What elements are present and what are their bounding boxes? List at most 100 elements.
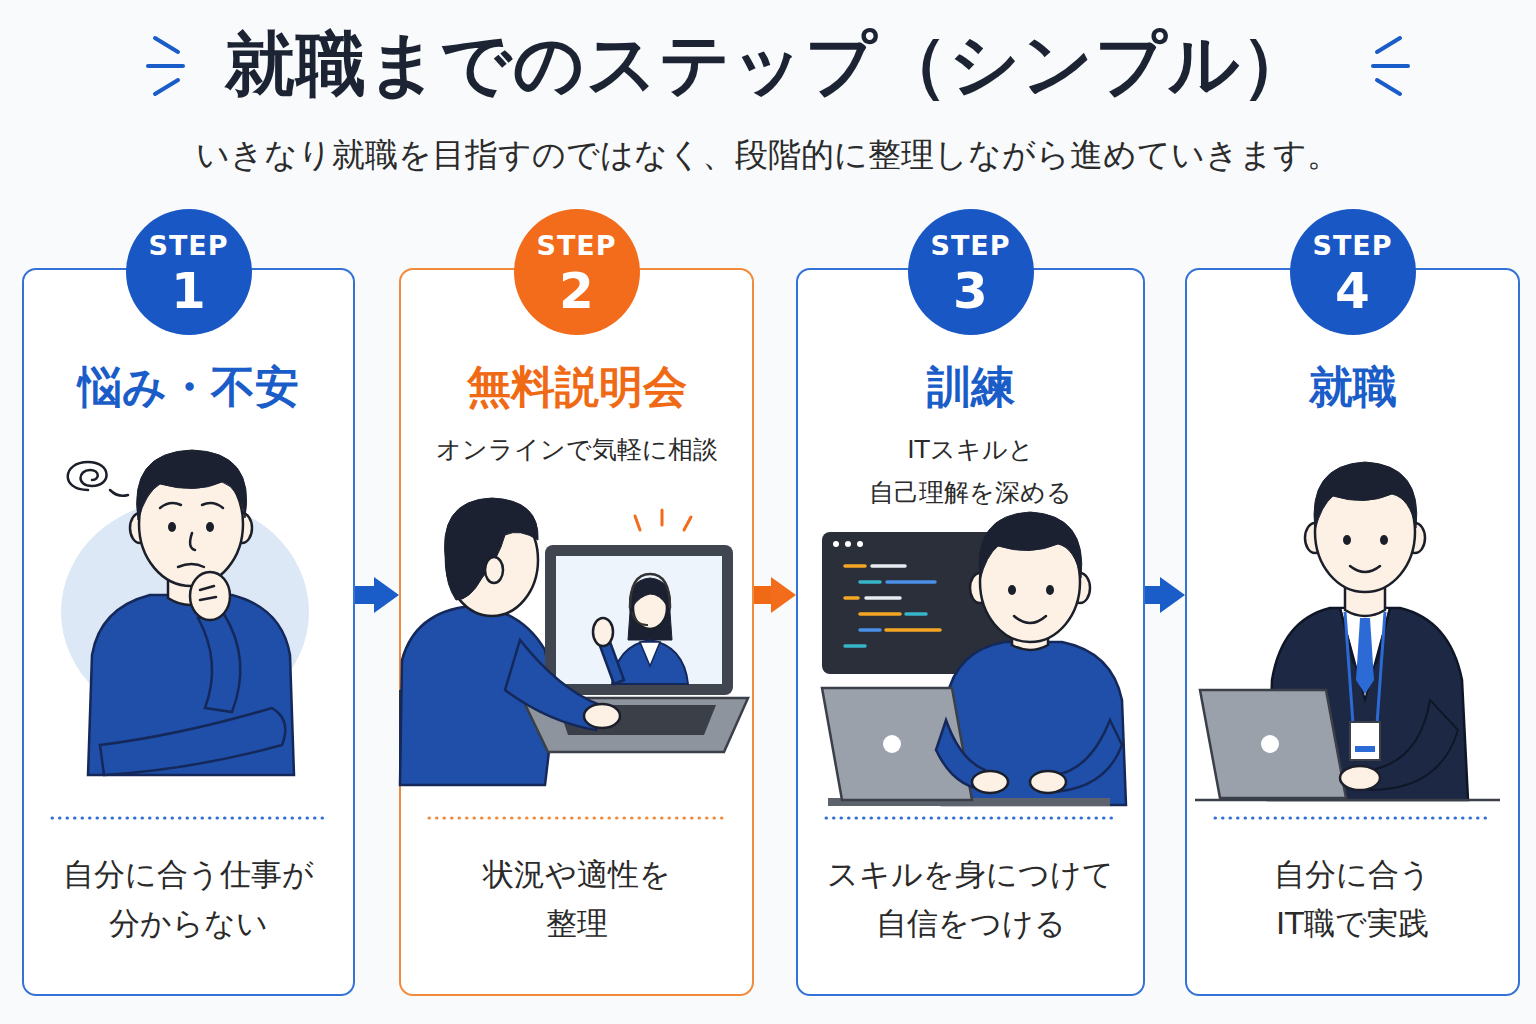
step-badge: STEP3 xyxy=(907,208,1035,336)
step-badge: STEP 1 xyxy=(125,208,253,336)
step-card: 悩み・不安自分に合う仕事が 分からないSTEP1 xyxy=(22,268,355,996)
arm xyxy=(505,640,600,730)
raised-arm xyxy=(198,614,240,712)
hair xyxy=(979,512,1082,580)
step-card: 就職自分に合う IT職で実践STEP4 xyxy=(1185,268,1520,996)
step-card: 訓練ITスキルと 自己理解を深めるスキルを身につけて 自信をつけるSTEP3 xyxy=(796,268,1145,996)
accent-stroke xyxy=(1377,38,1400,52)
code-line xyxy=(845,644,865,648)
nose xyxy=(190,533,195,550)
badge-circle xyxy=(908,209,1034,335)
step-heading: 悩み・不安 xyxy=(24,359,353,415)
advisor-shirt xyxy=(640,642,660,666)
step-number: 2 xyxy=(559,265,594,317)
headset-mic xyxy=(632,612,648,625)
neck xyxy=(168,560,214,605)
laptop-base xyxy=(522,698,748,752)
head xyxy=(446,504,538,616)
window-dot xyxy=(857,541,863,547)
advisor-blazer xyxy=(612,640,688,684)
eye xyxy=(1046,585,1054,595)
ear xyxy=(232,513,252,543)
laptop-logo xyxy=(883,735,901,753)
hair xyxy=(137,450,247,520)
dotted-divider xyxy=(1215,817,1490,820)
attention-mark xyxy=(661,510,664,525)
arm xyxy=(1050,720,1122,792)
hair xyxy=(1314,462,1417,530)
laptop-screen xyxy=(545,545,733,695)
training-scene xyxy=(822,512,1126,806)
eye xyxy=(1380,535,1388,545)
diagram-title: 就職までのステップ（シンプル） xyxy=(0,22,1536,106)
window-dot xyxy=(833,541,839,547)
flow-arrow xyxy=(1145,586,1160,604)
id-card-stripe xyxy=(1355,746,1375,752)
step-number: 1 xyxy=(171,265,206,317)
code-line xyxy=(872,564,905,568)
lanyard xyxy=(1345,612,1385,724)
necktie xyxy=(1356,618,1374,694)
hand xyxy=(1340,766,1380,790)
dotted-divider xyxy=(52,817,325,820)
code-line xyxy=(906,612,926,616)
eye xyxy=(1008,585,1016,595)
code-line xyxy=(866,596,900,600)
advisor-face xyxy=(633,587,667,629)
eyebrow xyxy=(160,503,181,508)
advisor-hair xyxy=(628,578,672,640)
mouth xyxy=(178,564,204,567)
smile xyxy=(1014,616,1046,623)
employed-person xyxy=(1195,462,1500,800)
sleeve xyxy=(1370,700,1458,790)
ear xyxy=(1305,523,1325,553)
step-description: スキルを身につけて 自信をつける xyxy=(827,850,1114,948)
ear xyxy=(970,573,990,603)
face xyxy=(1315,472,1415,592)
code-line xyxy=(887,580,935,584)
accent-stroke xyxy=(155,80,178,94)
accent-stroke xyxy=(148,64,183,68)
window-dot xyxy=(845,541,851,547)
badge-circle xyxy=(1290,209,1416,335)
step-label: STEP xyxy=(536,231,616,261)
laptop-logo xyxy=(1261,735,1279,753)
badge-circle xyxy=(126,209,252,335)
neck xyxy=(1345,575,1385,616)
hand xyxy=(1030,771,1066,793)
step-heading: 訓練 xyxy=(798,359,1143,415)
headset xyxy=(630,574,670,608)
sweater xyxy=(400,606,555,785)
accent-stroke xyxy=(1373,64,1408,68)
advisor-bangs xyxy=(633,586,667,606)
smile xyxy=(1350,566,1380,572)
step-number: 4 xyxy=(1335,265,1370,317)
laptop-lid xyxy=(822,688,972,800)
sweater xyxy=(942,642,1126,805)
step-number: 3 xyxy=(953,265,988,317)
step-label: STEP xyxy=(148,231,228,261)
step-card: 無料説明会オンラインで気軽に相談状況や適性を 整理STEP2 xyxy=(399,268,754,996)
attention-mark xyxy=(635,516,640,530)
ear xyxy=(485,557,503,583)
badge-circle xyxy=(514,209,640,335)
step-heading: 無料説明会 xyxy=(401,359,752,415)
title-decoration xyxy=(148,38,1408,94)
dotted-divider xyxy=(826,817,1115,820)
code-line xyxy=(886,628,940,632)
keyboard xyxy=(558,705,716,735)
worried-person xyxy=(61,450,309,775)
face xyxy=(980,522,1080,642)
id-card xyxy=(1350,722,1380,760)
chair xyxy=(399,689,440,785)
subtitle: いきなり就職を目指すのではなく、段階的に整理しながら進めていきます。 xyxy=(0,133,1536,177)
fingers xyxy=(200,586,216,600)
eye xyxy=(168,522,176,532)
step-subtext: オンラインで気軽に相談 xyxy=(401,428,752,471)
step-description: 自分に合う仕事が 分からない xyxy=(63,850,314,948)
code-line xyxy=(860,628,880,632)
step-badge: STEP 2 xyxy=(513,208,641,336)
ear xyxy=(1070,573,1090,603)
edge-group xyxy=(355,595,1160,596)
